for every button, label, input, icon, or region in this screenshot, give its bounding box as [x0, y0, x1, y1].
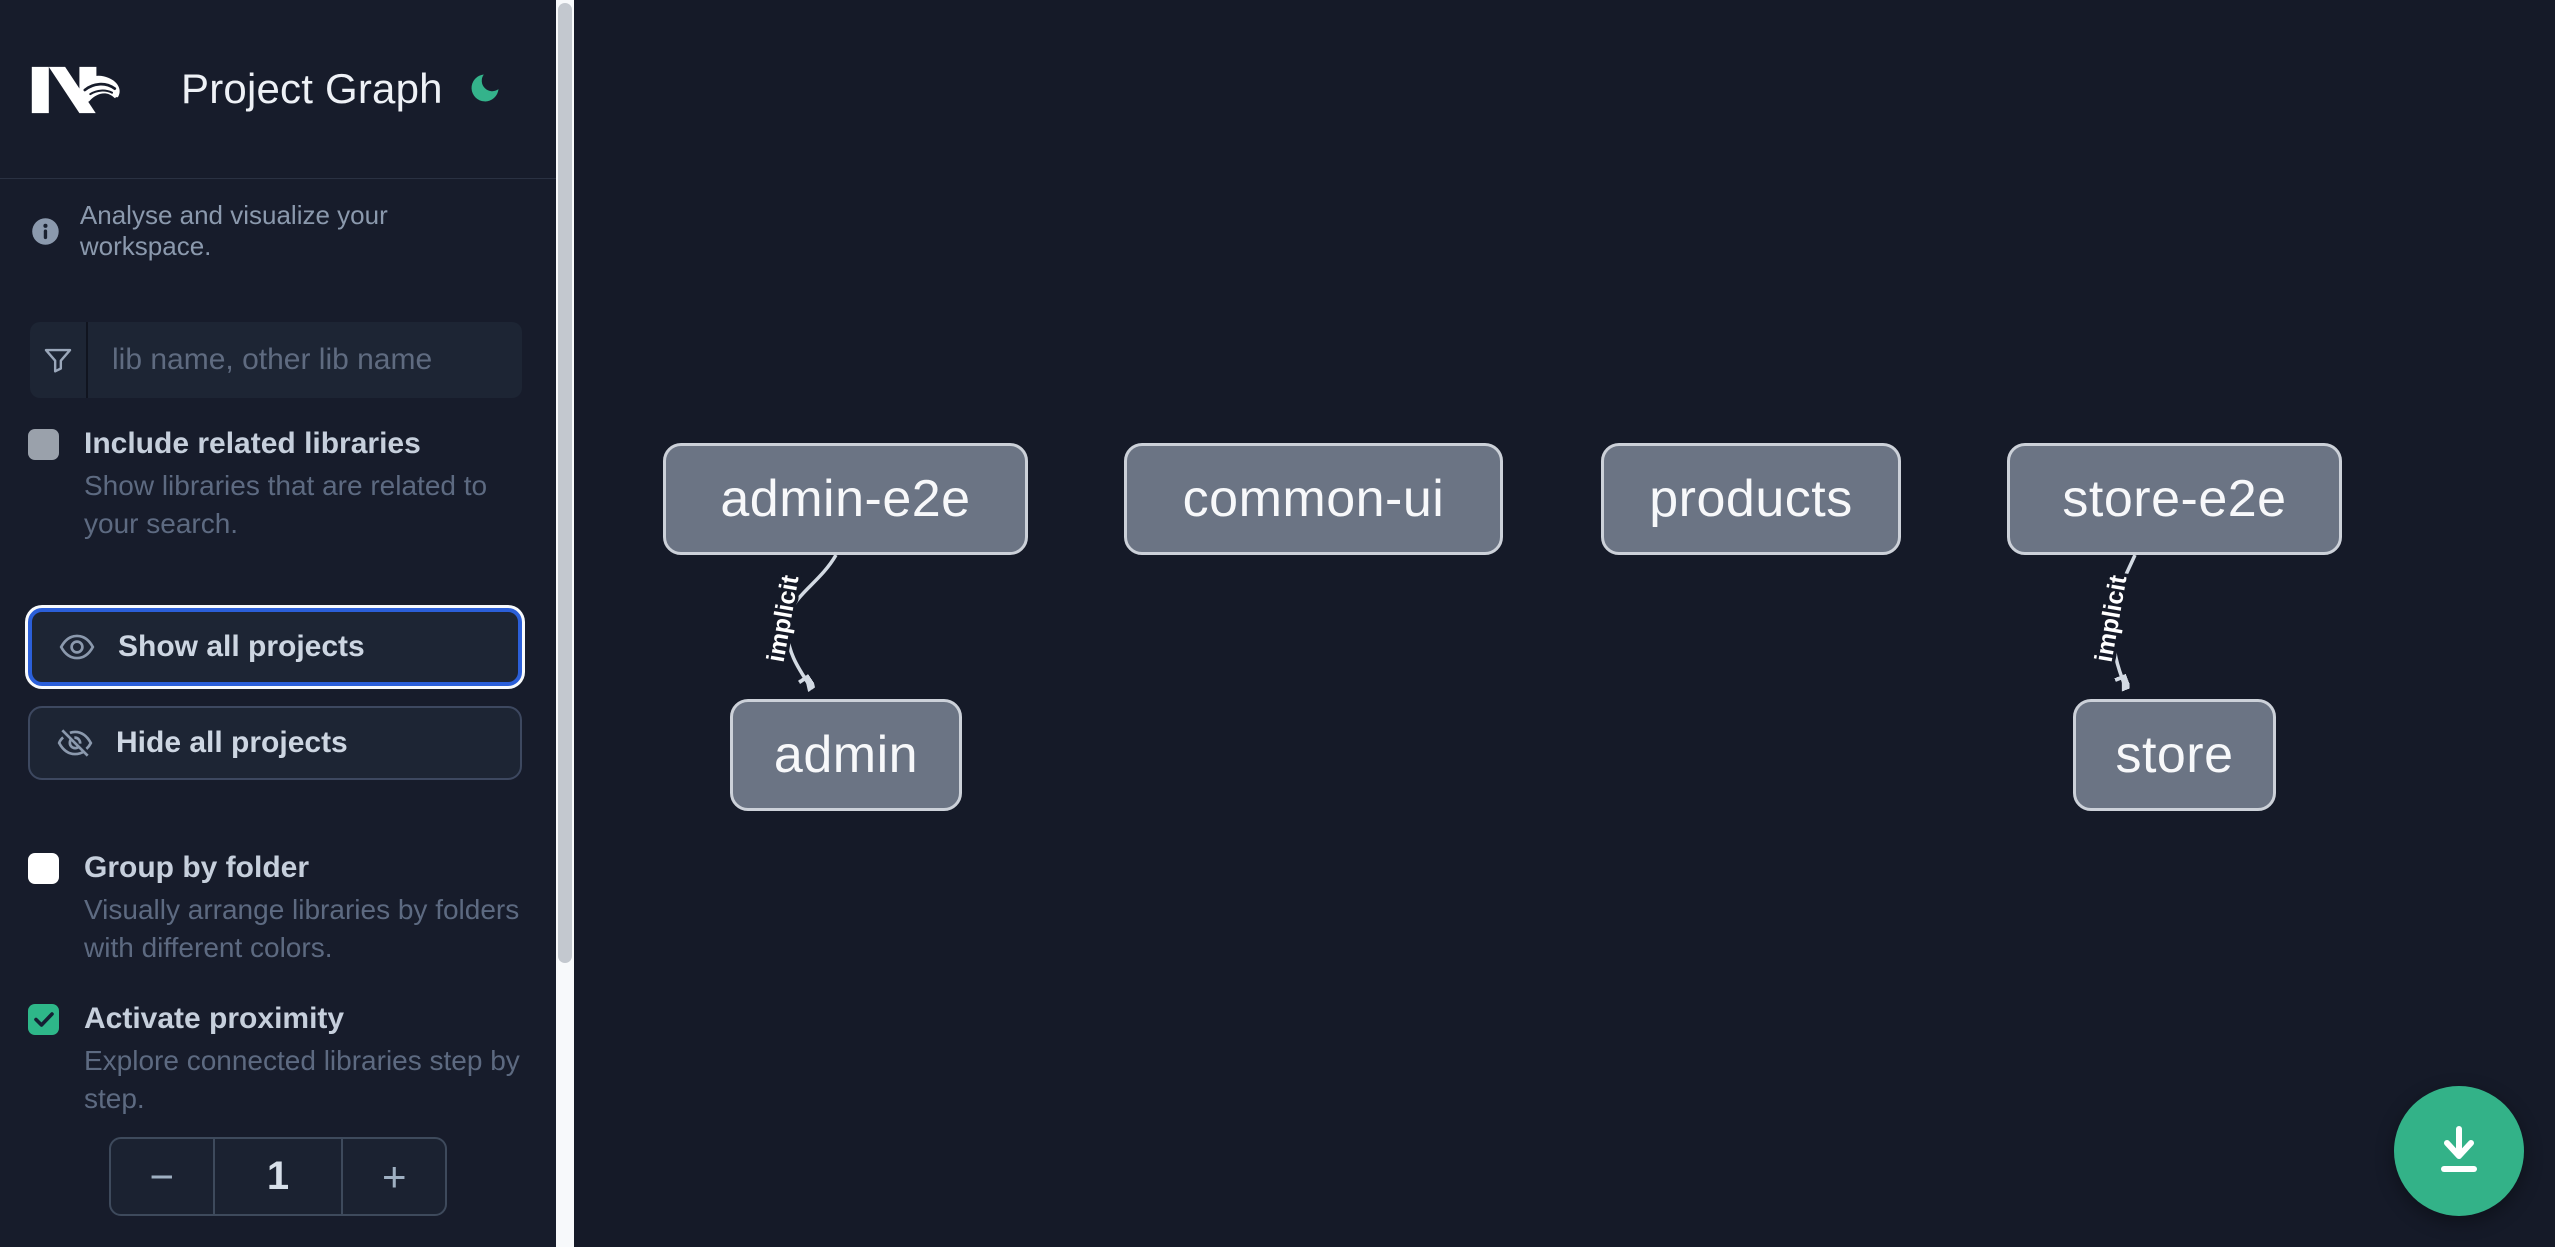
scrollbar-thumb[interactable] [558, 3, 572, 963]
graph-node-admin-e2e[interactable]: admin-e2e [663, 443, 1028, 555]
hide-all-projects-button[interactable]: Hide all projects [28, 706, 522, 780]
depth-value: 1 [266, 1154, 290, 1198]
sidebar-header: Project Graph [0, 0, 556, 179]
page-title: Project Graph [181, 65, 443, 112]
nx-logo-icon [31, 66, 120, 114]
info-icon [32, 217, 59, 245]
decrement-button[interactable]: − [111, 1139, 215, 1214]
show-all-projects-label: Show all projects [118, 630, 365, 663]
theme-toggle-button[interactable] [467, 70, 503, 106]
option-description: Visually arrange libraries by folders wi… [84, 894, 520, 963]
graph-node-common-ui[interactable]: common-ui [1124, 443, 1503, 555]
funnel-icon [30, 322, 88, 398]
option-description: Show libraries that are related to your … [84, 470, 488, 539]
sidebar: Project Graph Analyse and visualize your… [0, 0, 556, 1247]
show-all-projects-button[interactable]: Show all projects [28, 608, 522, 686]
increment-button[interactable]: + [341, 1139, 445, 1214]
graph-node-store-e2e[interactable]: store-e2e [2007, 443, 2342, 555]
proximity-depth-stepper: − 1 + [109, 1137, 447, 1216]
tagline-text: Analyse and visualize your workspace. [79, 200, 388, 261]
download-button[interactable] [2394, 1086, 2524, 1216]
eye-icon [59, 634, 95, 660]
moon-icon [471, 74, 499, 102]
graph-canvas[interactable] [574, 0, 2555, 1247]
search-input[interactable] [88, 322, 522, 398]
option-description: Explore connected libraries step by step… [84, 1045, 520, 1114]
tagline-row: Analyse and visualize your workspace. [31, 200, 525, 262]
search-box [30, 322, 522, 398]
graph-node-admin[interactable]: admin [730, 699, 962, 811]
graph-node-products[interactable]: products [1601, 443, 1901, 555]
option-label: Activate proximity [84, 1002, 345, 1035]
eye-off-icon [57, 729, 93, 757]
activate-proximity-checkbox[interactable] [28, 1004, 59, 1035]
include-related-checkbox[interactable] [28, 429, 59, 460]
sidebar-scrollbar[interactable] [556, 0, 574, 1247]
check-icon [33, 1011, 54, 1027]
option-label: Group by folder [84, 851, 309, 884]
option-group-by-folder: Group by folder Visually arrange librari… [28, 851, 522, 967]
group-by-folder-checkbox[interactable] [28, 853, 59, 884]
option-label: Include related libraries [84, 427, 421, 460]
download-icon [2427, 1117, 2491, 1186]
graph-node-store[interactable]: store [2073, 699, 2276, 811]
hide-all-projects-label: Hide all projects [116, 726, 348, 759]
option-activate-proximity: Activate proximity Explore connected lib… [28, 1002, 522, 1118]
option-include-related: Include related libraries Show libraries… [28, 427, 522, 543]
